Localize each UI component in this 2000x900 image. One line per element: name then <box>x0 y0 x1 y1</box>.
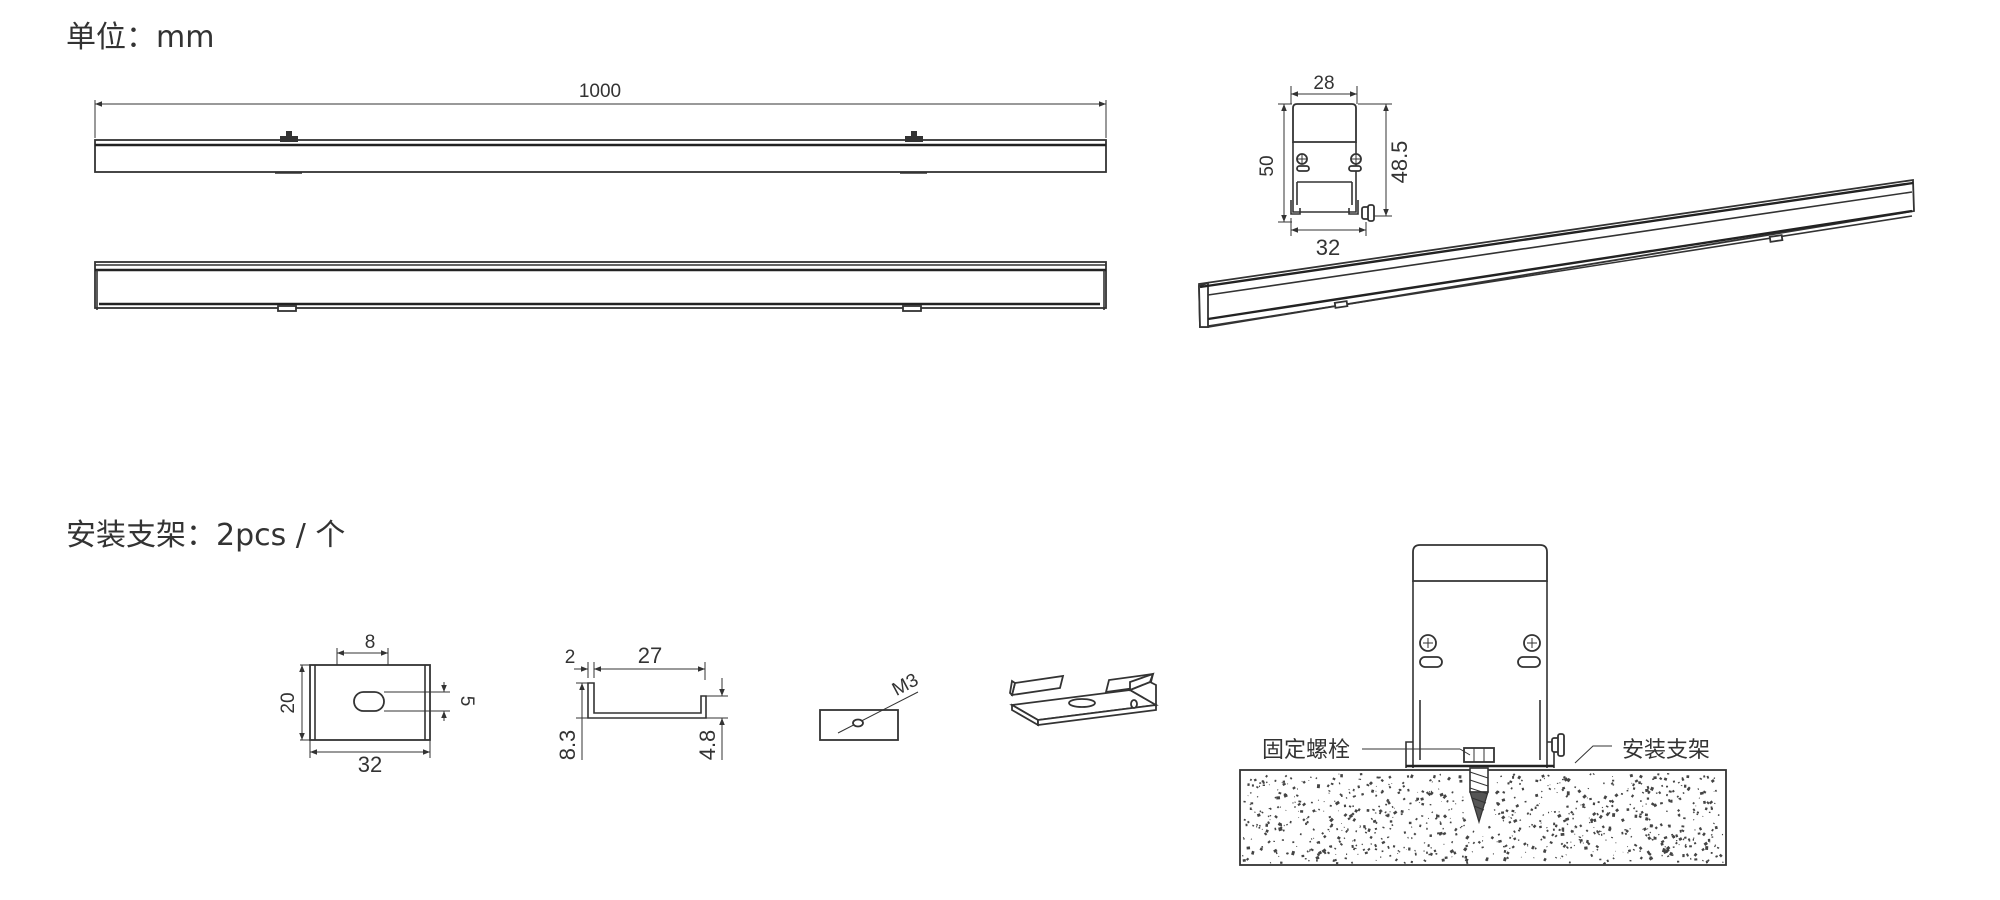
bracket-slot-width-dimension: 8 <box>365 632 376 653</box>
mount-bracket-label: 安装支架 <box>1622 738 1710 763</box>
profile-cross-section: 28 50 48.5 32 <box>1257 73 1412 260</box>
bracket-isometric-view <box>1009 672 1159 727</box>
unit-title: 单位：mm <box>66 20 214 55</box>
profile-height-right-dimension: 4.8 <box>695 730 720 761</box>
profile-length-dimension: 27 <box>638 643 662 668</box>
height-right-dimension: 48.5 <box>1387 141 1412 184</box>
bracket-height-dimension: 20 <box>278 692 299 713</box>
bottom-width-dimension: 32 <box>1316 235 1340 260</box>
profile-thickness-dimension: 2 <box>565 647 576 668</box>
length-dimension: 1000 <box>579 81 621 102</box>
top-width-dimension: 28 <box>1313 73 1334 94</box>
concrete-texture <box>1242 772 1724 866</box>
fixture-perspective-view <box>1198 178 1915 328</box>
bracket-width-dimension: 32 <box>358 752 382 777</box>
fixture-side-view <box>94 261 1107 312</box>
fixing-bolt-label: 固定螺栓 <box>1262 738 1350 763</box>
bracket-title: 安装支架：2pcs / 个 <box>66 518 345 553</box>
screw-size-label: M3 <box>889 670 922 701</box>
fixture-top-view: 1000 <box>94 81 1107 174</box>
bracket-slot-height-dimension: 5 <box>456 696 477 707</box>
installation-diagram: 固定螺栓 安装支架 <box>1239 544 1727 866</box>
bracket-top-view: 8 20 5 32 <box>278 632 477 777</box>
screw-view: M3 <box>819 670 922 741</box>
bracket-profile-view: 2 27 8.3 4.8 <box>555 643 728 760</box>
profile-height-left-dimension: 8.3 <box>555 730 580 761</box>
height-left-dimension: 50 <box>1257 155 1278 176</box>
